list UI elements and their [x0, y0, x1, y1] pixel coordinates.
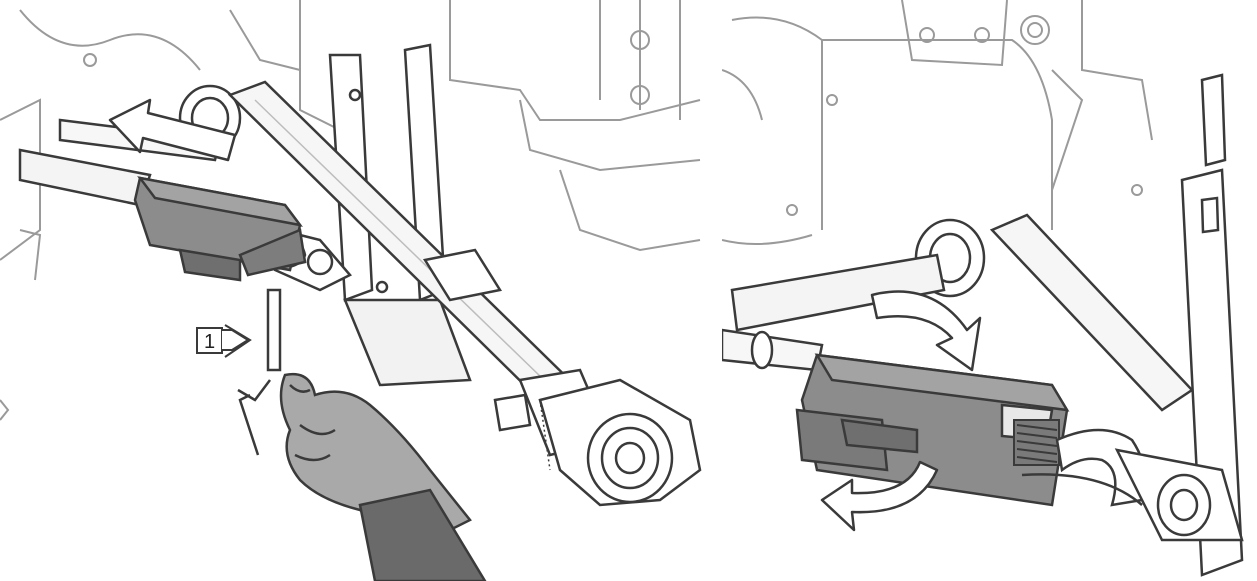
edge-detail — [0, 230, 40, 420]
right-illustration-svg — [722, 0, 1257, 581]
panel-divider — [712, 0, 722, 581]
stabilizer-housing — [135, 178, 305, 280]
right-panel-illustration — [722, 0, 1257, 581]
rotate-clockwise-arrow-icon — [872, 292, 980, 370]
threaded-spring — [1014, 420, 1059, 465]
link-ball-end — [495, 380, 700, 505]
step-marker-arrow-icon: 1 — [197, 325, 250, 357]
left-panel-illustration: 1 — [0, 0, 712, 581]
sleeve — [360, 490, 485, 581]
gearbox-casting-sketch — [722, 0, 1152, 244]
left-illustration-svg: 1 — [0, 0, 712, 581]
step-number: 1 — [204, 331, 215, 353]
locking-pin — [238, 290, 280, 455]
